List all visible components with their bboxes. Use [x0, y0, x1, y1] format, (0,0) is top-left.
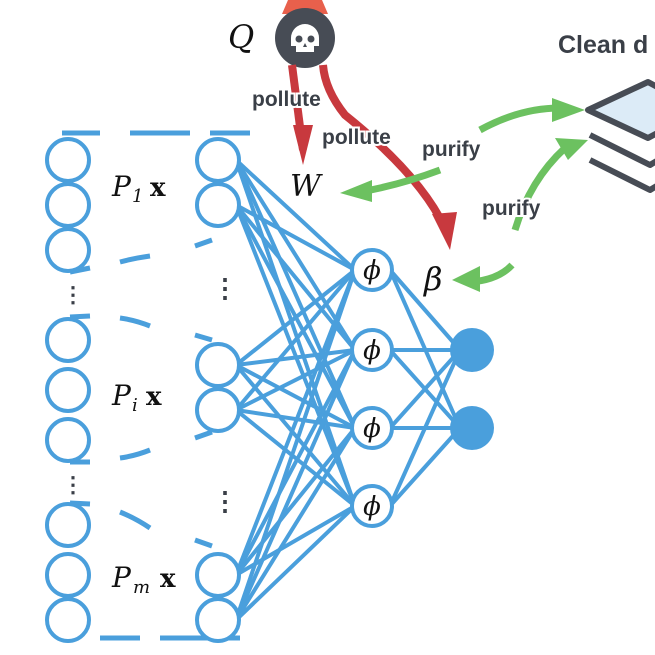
output-node	[450, 406, 494, 450]
edge-hidden-output	[388, 426, 462, 508]
hidden-node-label: ϕ	[363, 414, 381, 444]
edge-input-hidden	[234, 349, 357, 576]
purify-arrow-clean-1	[478, 104, 561, 134]
purify-arrow-clean-2	[511, 145, 568, 232]
hidden-node	[350, 484, 394, 528]
projected-input-node	[195, 552, 241, 598]
ellipsis-1: ⋮	[62, 282, 84, 307]
input-node	[45, 417, 91, 463]
edge-input-hidden	[234, 158, 357, 272]
edge-input-hidden	[235, 363, 356, 430]
purify-arrowhead-clean-1	[552, 98, 585, 122]
svg-text:P: P	[111, 379, 132, 412]
svg-text:m: m	[133, 577, 150, 598]
edge-input-hidden	[234, 426, 357, 577]
projected-input-node	[195, 137, 241, 183]
pollute-arrowhead-w	[293, 125, 313, 165]
ellipsis-4: ⋮	[212, 486, 238, 516]
skull-icon	[275, 0, 335, 68]
projected-input-node	[195, 342, 241, 388]
weights-label-w: W	[290, 169, 323, 204]
ellipsis-3: ⋮	[212, 273, 238, 303]
hidden-node	[350, 248, 394, 292]
input-node	[45, 137, 91, 183]
output-weights-label-beta: β	[423, 260, 443, 298]
svg-text:x: x	[146, 382, 162, 412]
edge-input-hidden	[234, 269, 357, 576]
layers-stack-icon	[585, 79, 655, 193]
network-nodes: ϕ ϕ ϕ ϕ	[45, 137, 494, 643]
attacker-label-q: Q	[228, 18, 254, 56]
edge-hidden-output	[388, 348, 462, 430]
edge-input-hidden	[234, 504, 357, 622]
clean-data-label: Clean d	[558, 31, 648, 59]
input-node	[45, 227, 91, 273]
input-node	[45, 367, 91, 413]
pollute-arrowhead-beta	[432, 212, 457, 250]
svg-text:x: x	[150, 173, 166, 203]
hidden-node-label: ϕ	[363, 256, 381, 286]
pollute-label-1: pollute	[252, 88, 321, 111]
edge-input-hidden	[234, 349, 357, 621]
svg-text:x: x	[160, 564, 176, 594]
hidden-node-label: ϕ	[363, 492, 381, 522]
ellipsis-2: ⋮	[62, 472, 84, 497]
projected-input-node	[195, 182, 241, 228]
input-node	[45, 182, 91, 228]
edge-input-hidden	[234, 268, 357, 367]
projected-input-node	[195, 387, 241, 433]
edge-input-hidden	[234, 268, 357, 412]
svg-text:P: P	[111, 170, 132, 203]
svg-text:P: P	[111, 561, 132, 594]
edge-hidden-output	[388, 349, 462, 507]
edge-input-hidden	[234, 269, 357, 621]
hidden-node	[350, 328, 394, 372]
edge-hidden-output	[388, 268, 462, 352]
svg-text:i: i	[132, 395, 138, 416]
edge-input-hidden	[235, 348, 356, 412]
group-label-pm: P m x	[111, 561, 176, 598]
purify-label-2: purify	[482, 197, 541, 220]
group-label-p1: P 1 x	[111, 170, 166, 207]
hidden-node	[350, 406, 394, 450]
purify-arrowhead-beta	[452, 266, 480, 292]
edge-input-hidden	[235, 203, 356, 272]
group-brackets	[62, 130, 250, 641]
svg-text:1: 1	[132, 186, 143, 207]
pollute-label-2: pollute	[322, 126, 391, 149]
projected-input-node	[195, 597, 241, 643]
edge-input-hidden	[234, 408, 357, 508]
purify-arrowhead-w	[340, 180, 372, 202]
input-node	[45, 317, 91, 363]
network-edges	[234, 158, 462, 622]
edge-input-hidden	[234, 426, 357, 622]
input-node	[45, 552, 91, 598]
input-node	[45, 597, 91, 643]
output-node	[450, 328, 494, 372]
input-node	[45, 502, 91, 548]
group-label-pi: P i x	[111, 379, 162, 416]
pollute-arrow-beta	[319, 64, 449, 230]
hidden-node-label: ϕ	[363, 336, 381, 366]
edge-input-hidden	[235, 348, 356, 367]
purify-arrowhead-clean-2	[555, 138, 588, 160]
purify-label-1: purify	[422, 138, 481, 161]
